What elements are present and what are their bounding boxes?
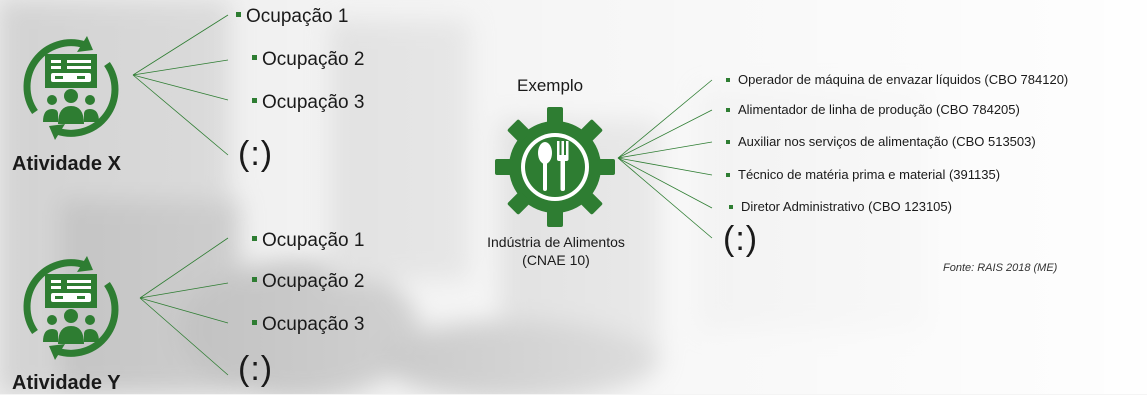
industry-name: Indústria de Alimentos [487, 234, 625, 250]
activity-y-more-indicator: (:) [238, 350, 274, 388]
gear-fork-spoon-icon [495, 107, 615, 227]
industry-label: Indústria de Alimentos (CNAE 10) [456, 233, 656, 269]
activity-x-occupation-1: Ocupação 1 [236, 6, 348, 28]
connector-x-3 [132, 74, 229, 101]
example-title: Exemplo [517, 76, 584, 95]
connector-ex-3 [617, 141, 713, 159]
connector-ex-1 [617, 79, 713, 159]
example-occupation-5: Diretor Administrativo (CBO 123105) [729, 199, 952, 214]
example-occupation-3: Auxiliar nos serviços de alimentação (CB… [726, 134, 1036, 149]
connector-x-2 [132, 59, 229, 76]
connector-ex-5 [617, 157, 713, 209]
example-occupation-4: Técnico de matéria prima e material (391… [726, 167, 1000, 182]
activity-y-occupation-1: Ocupação 1 [252, 230, 364, 252]
connector-ex-6 [617, 157, 713, 239]
connector-ex-4 [617, 157, 713, 176]
example-more-indicator: (:) [723, 220, 759, 258]
activity-y-label: Atividade Y [12, 372, 121, 394]
connector-y-1 [139, 237, 229, 299]
example-occupation-1: Operador de máquina de envazar líquidos … [726, 72, 1068, 87]
connector-y-3 [139, 297, 229, 324]
activity-y-occupation-3: Ocupação 3 [252, 314, 364, 336]
activity-x-more-indicator: (:) [238, 135, 274, 173]
activity-y-occupation-2: Ocupação 2 [252, 271, 364, 293]
connector-ex-2 [617, 109, 713, 159]
activity-x-occupation-3: Ocupação 3 [252, 92, 364, 114]
people-document-cycle-icon [23, 36, 119, 140]
connector-y-2 [139, 282, 229, 299]
activity-x-label: Atividade X [12, 153, 121, 175]
industry-code: (CNAE 10) [522, 252, 590, 268]
connector-x-1 [132, 14, 229, 76]
connector-x-4 [132, 74, 229, 156]
people-document-cycle-icon [23, 256, 119, 360]
activity-x-occupation-2: Ocupação 2 [252, 49, 364, 71]
example-occupation-2: Alimentador de linha de produção (CBO 78… [726, 102, 1020, 117]
connector-y-4 [139, 297, 229, 376]
source-note: Fonte: RAIS 2018 (ME) [943, 262, 1058, 274]
